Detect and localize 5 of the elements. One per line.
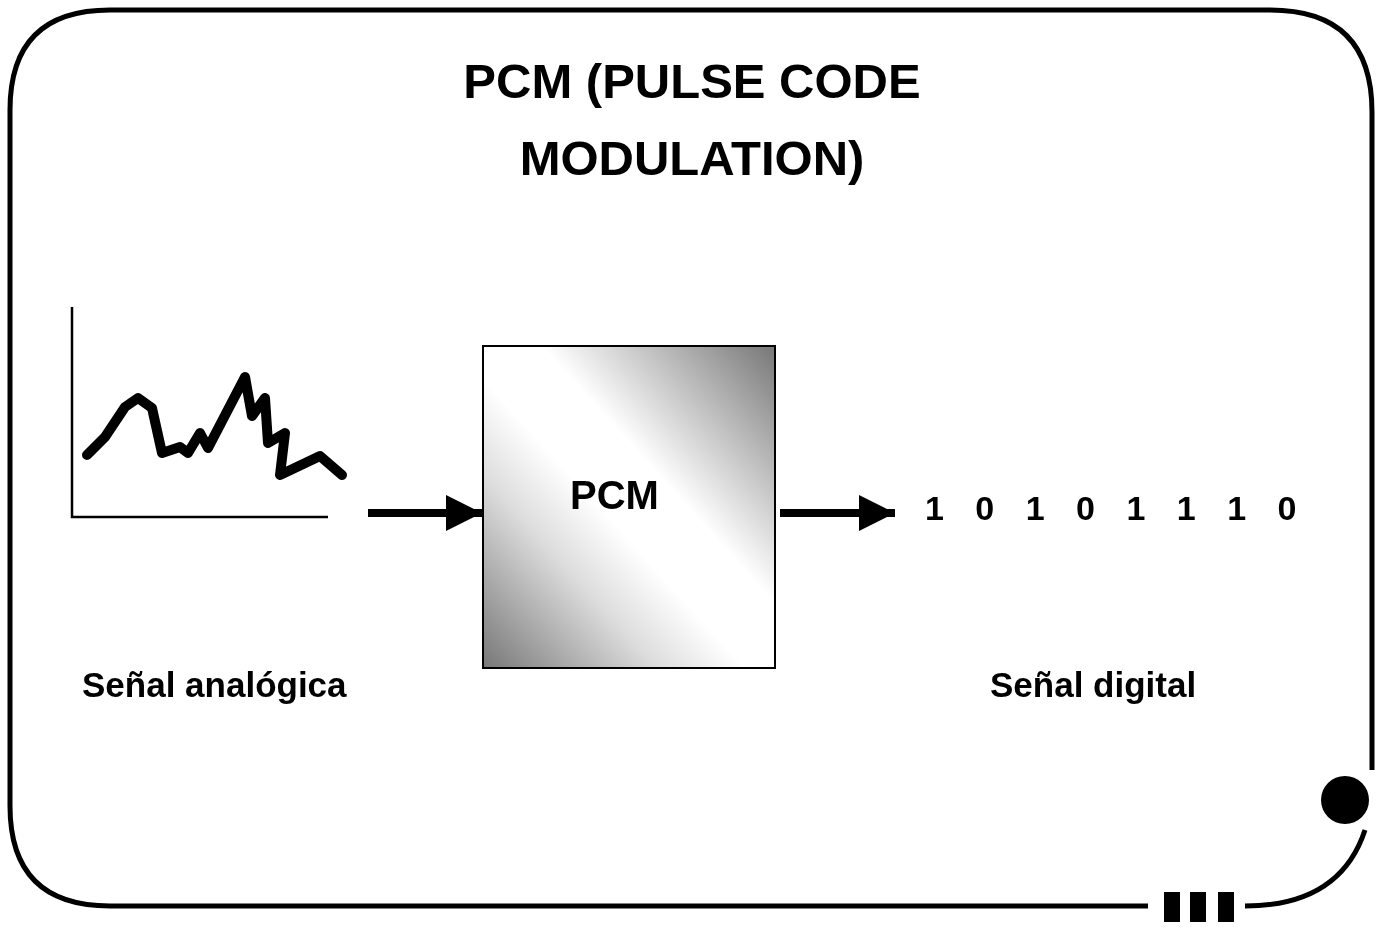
- signal-caption: Señal analógica: [82, 665, 347, 705]
- box-label: PCM: [570, 473, 659, 518]
- binary-code: 1 0 1 0 1 1 1 0: [925, 489, 1297, 528]
- signal-caption: Señal digital: [990, 665, 1197, 705]
- title: PCM (PULSE CODE MODULATION): [462, 53, 922, 187]
